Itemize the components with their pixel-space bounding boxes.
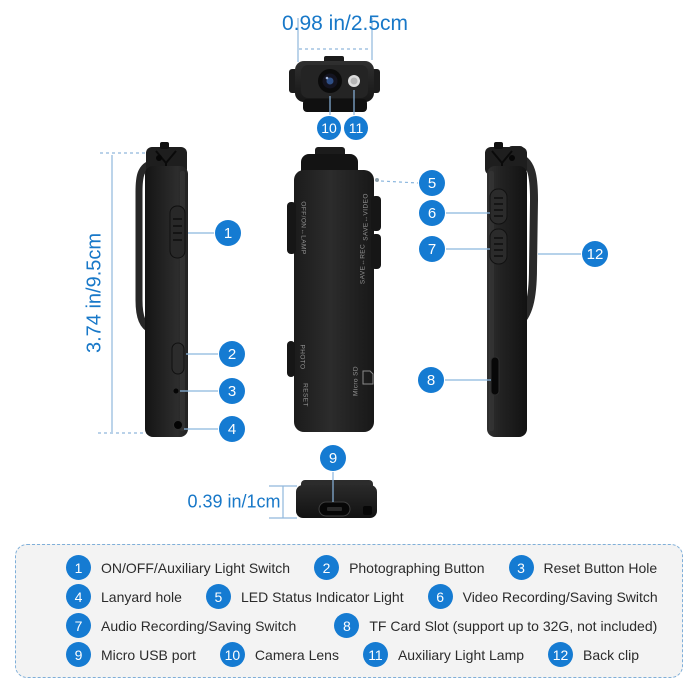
- legend-item-5: 5 LED Status Indicator Light: [205, 584, 404, 609]
- legend-badge-9: 9: [66, 642, 91, 667]
- legend-row-3: 7 Audio Recording/Saving Switch 8 TF Car…: [66, 613, 674, 638]
- legend-item-6: 6 Video Recording/Saving Switch: [427, 584, 658, 609]
- legend-label-10: Camera Lens: [254, 646, 339, 663]
- left-height-measurement: 3.74 in/9.5cm: [83, 232, 106, 354]
- head-nub: [160, 142, 169, 149]
- top-width-measurement: 0.98 in/2.5cm: [281, 12, 409, 35]
- legend-item-10: 10 Camera Lens: [219, 642, 339, 667]
- lanyard-opening: [363, 506, 372, 515]
- tf-card-slot: [490, 356, 500, 396]
- photo-button-bump: [287, 341, 295, 377]
- power-switch-label: OFF/ON↔LAMP: [299, 201, 307, 255]
- legend-badge-2: 2: [314, 555, 340, 580]
- photo-label: PHOTO: [298, 344, 306, 370]
- legend-label-12: Back clip: [583, 646, 640, 663]
- callout-7: 7: [419, 236, 445, 262]
- legend-label-2: Photographing Button: [349, 559, 485, 576]
- callout-9: 9: [320, 445, 346, 471]
- power-lamp-switch: [169, 205, 186, 259]
- reset-label: RESET: [301, 383, 309, 407]
- lanyard-hole: [173, 420, 183, 430]
- legend-badge-5: 5: [205, 584, 231, 609]
- legend-item-7: 7 Audio Recording/Saving Switch: [66, 613, 296, 638]
- legend-label-8: TF Card Slot (support up to 32G, not inc…: [369, 617, 658, 634]
- legend-badge-1: 1: [66, 555, 91, 580]
- legend-item-8: 8 TF Card Slot (support up to 32G, not i…: [334, 613, 657, 638]
- save-rec-label: SAVE↔REC: [359, 243, 367, 285]
- legend-label-7: Audio Recording/Saving Switch: [101, 617, 297, 634]
- legend-label-9: Micro USB port: [101, 646, 196, 663]
- callout-6: 6: [419, 200, 445, 226]
- callout-10: 10: [317, 116, 341, 140]
- legend-badge-8: 8: [334, 613, 360, 638]
- video-switch-bump: [371, 196, 381, 231]
- video-saving-switch: [489, 188, 508, 225]
- legend-item-4: 4 Lanyard hole: [66, 584, 182, 609]
- led-status-indicator: [375, 178, 379, 182]
- audio-saving-switch: [489, 228, 508, 265]
- side-lens-dot: [156, 155, 162, 161]
- top-view-device: [289, 56, 380, 112]
- callout-8: 8: [418, 367, 444, 393]
- side-lens-dot: [509, 155, 515, 161]
- callout-5: 5: [419, 170, 445, 196]
- switch-ridges: [494, 237, 503, 257]
- callout-11: 11: [344, 116, 368, 140]
- legend-label-5: LED Status Indicator Light: [240, 588, 404, 605]
- legend-item-3: 3 Reset Button Hole: [508, 555, 658, 580]
- bottom-depth-measurement: 0.39 in/1cm: [187, 491, 281, 512]
- head-nub: [494, 142, 503, 149]
- auxiliary-light-lamp-inner: [350, 77, 358, 85]
- photo-button: [171, 342, 185, 375]
- legend-row-2: 4 Lanyard hole 5 LED Status Indicator Li…: [66, 584, 674, 609]
- legend-item-11: 11 Auxiliary Light Lamp: [362, 642, 525, 667]
- callout-12: 12: [582, 241, 608, 267]
- legend-label-6: Video Recording/Saving Switch: [462, 588, 658, 605]
- callout-2: 2: [219, 341, 245, 367]
- front-view-device: [287, 147, 381, 432]
- right-side-view-device: [485, 142, 539, 437]
- camera-lens-highlight: [325, 76, 329, 80]
- micro-sd-icon: [362, 370, 374, 385]
- reset-hole: [173, 388, 179, 394]
- legend-badge-7: 7: [66, 613, 91, 638]
- legend-badge-6: 6: [427, 584, 453, 609]
- power-switch-bump: [287, 202, 296, 254]
- back-clip: [135, 159, 157, 334]
- callout-connectors: [180, 90, 581, 502]
- legend-label-4: Lanyard hole: [101, 588, 182, 605]
- camera-lens-pupil: [326, 77, 334, 85]
- legend-badge-11: 11: [362, 642, 388, 667]
- connector-5: [380, 180, 419, 184]
- legend-item-1: 1 ON/OFF/Auxiliary Light Switch: [66, 555, 290, 580]
- callout-3: 3: [219, 378, 245, 404]
- legend-box: 1 ON/OFF/Auxiliary Light Switch 2 Photog…: [15, 544, 683, 678]
- legend-badge-12: 12: [548, 642, 574, 667]
- legend-label-3: Reset Button Hole: [543, 559, 658, 576]
- device-body: [294, 170, 374, 432]
- callout-4: 4: [219, 416, 245, 442]
- switch-ridges: [494, 197, 503, 217]
- callout-1: 1: [215, 220, 241, 246]
- usb-tongue: [327, 507, 342, 511]
- micro-sd-label: Micro SD: [352, 366, 360, 396]
- legend-item-12: 12 Back clip: [548, 642, 639, 667]
- measurement-lines: [98, 18, 373, 519]
- legend-label-1: ON/OFF/Auxiliary Light Switch: [101, 559, 291, 576]
- bottom-view-device: [296, 480, 377, 518]
- legend-badge-3: 3: [508, 555, 534, 580]
- save-video-label: SAVE↔VIDEO: [362, 193, 370, 241]
- rec-switch-bump: [371, 234, 381, 269]
- legend-badge-10: 10: [219, 642, 245, 667]
- head-base: [303, 99, 367, 112]
- legend-badge-4: 4: [66, 584, 91, 609]
- legend-row-1: 1 ON/OFF/Auxiliary Light Switch 2 Photog…: [66, 555, 674, 580]
- legend-item-2: 2 Photographing Button: [314, 555, 485, 580]
- legend-label-11: Auxiliary Light Lamp: [397, 646, 525, 663]
- legend-row-4: 9 Micro USB port 10 Camera Lens 11 Auxil…: [66, 642, 674, 667]
- left-side-view-device: [135, 142, 188, 437]
- legend-item-9: 9 Micro USB port: [66, 642, 196, 667]
- switch-ridges: [173, 218, 182, 241]
